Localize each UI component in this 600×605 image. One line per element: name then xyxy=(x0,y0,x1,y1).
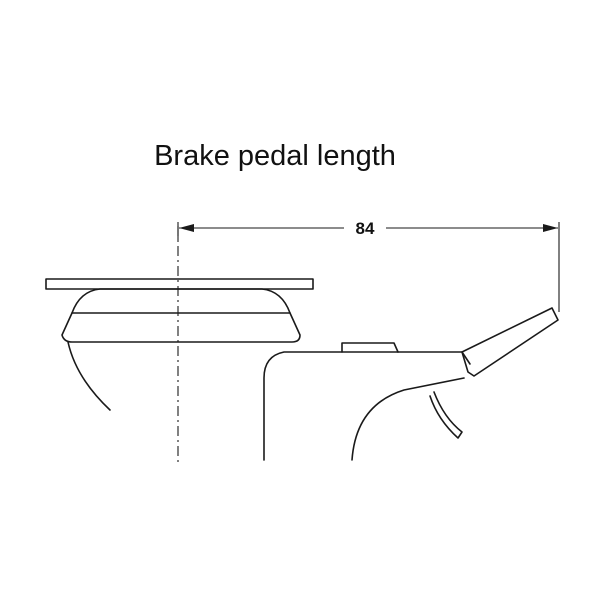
brake-pedal-hinge xyxy=(461,351,471,365)
top-plate xyxy=(45,278,314,290)
swivel-bearing-upper xyxy=(71,288,291,314)
fork-housing xyxy=(263,351,463,461)
dimension-value: 84 xyxy=(356,219,375,238)
swivel-bearing-lower xyxy=(61,312,301,343)
spring-clip xyxy=(429,391,463,439)
fork-cutout xyxy=(351,377,465,461)
brake-pedal xyxy=(461,307,559,377)
dimension-arrow-right xyxy=(543,224,558,232)
diagram-title: Brake pedal length xyxy=(154,140,396,172)
dimension-arrow-left xyxy=(179,224,194,232)
wheel-arc xyxy=(67,341,111,411)
housing-tab xyxy=(341,342,399,353)
